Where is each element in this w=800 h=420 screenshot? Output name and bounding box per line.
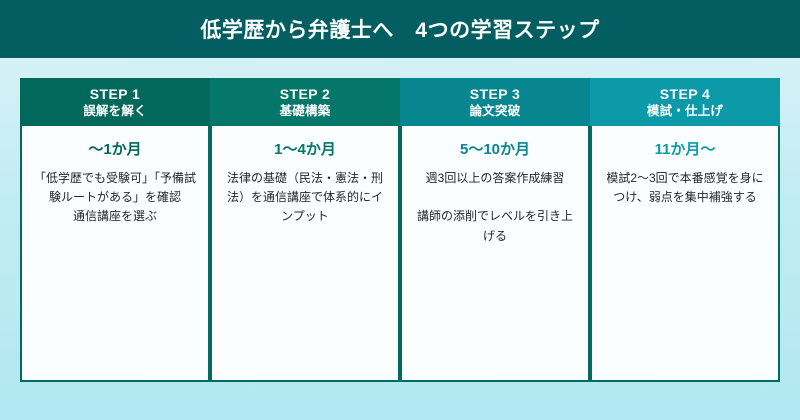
step-duration-2: 1〜4か月: [274, 141, 336, 158]
step-body-4: 11か月〜 模試2〜3回で本番感覚を身につけ、弱点を集中補強する: [592, 126, 778, 380]
step-header-3: STEP 3 論文突破: [400, 78, 590, 126]
step-duration-1: 〜1か月: [88, 141, 142, 158]
step-subtitle-2: 基礎構築: [279, 104, 331, 119]
step-body-2: 1〜4か月 法律の基礎（民法・憲法・刑法）を通信講座で体系的にインプット: [212, 126, 398, 380]
step-card-3[interactable]: STEP 3 論文突破 5〜10か月 週3回以上の答案作成練習 講師の添削でレベ…: [400, 78, 590, 382]
step-label-4: STEP 4: [659, 85, 711, 102]
step-wrapper-4: STEP 4 模試・仕上げ 11か月〜 模試2〜3回で本番感覚を身につけ、弱点を…: [590, 78, 780, 382]
step-header-2: STEP 2 基礎構築: [210, 78, 400, 126]
step-body-3: 5〜10か月 週3回以上の答案作成練習 講師の添削でレベルを引き上げる: [402, 126, 588, 380]
step-label-2: STEP 2: [279, 85, 331, 102]
step-description-1: 「低学歴でも受験可」「予備試験ルートがある」を確認 通信講座を選ぶ: [33, 170, 196, 224]
step-description-2: 法律の基礎（民法・憲法・刑法）を通信講座で体系的にインプット: [226, 170, 383, 224]
step-duration-3: 5〜10か月: [459, 141, 531, 158]
step-card-1[interactable]: STEP 1 誤解を解く 〜1か月 「低学歴でも受験可」「予備試験ルートがある」…: [20, 78, 210, 382]
step-header-1: STEP 1 誤解を解く: [20, 78, 210, 126]
step-subtitle-1: 誤解を解く: [83, 104, 147, 119]
step-subtitle-4: 模試・仕上げ: [646, 104, 724, 119]
step-description-4: 模試2〜3回で本番感覚を身につけ、弱点を集中補強する: [606, 170, 764, 204]
step-card-4[interactable]: STEP 4 模試・仕上げ 11か月〜 模試2〜3回で本番感覚を身につけ、弱点を…: [590, 78, 780, 382]
step-wrapper-2: STEP 2 基礎構築 1〜4か月 法律の基礎（民法・憲法・刑法）を通信講座で体…: [210, 78, 418, 382]
title-bar: 低学歴から弁護士へ 4つの学習ステップ: [0, 0, 800, 58]
step-subtitle-3: 論文突破: [469, 104, 521, 119]
step-label-1: STEP 1: [89, 85, 141, 102]
step-wrapper-3: STEP 3 論文突破 5〜10か月 週3回以上の答案作成練習 講師の添削でレベ…: [400, 78, 608, 382]
step-label-3: STEP 3: [469, 85, 521, 102]
step-description-3: 週3回以上の答案作成練習 講師の添削でレベルを引き上げる: [416, 170, 573, 243]
step-wrapper-1: STEP 1 誤解を解く 〜1か月 「低学歴でも受験可」「予備試験ルートがある」…: [20, 78, 228, 382]
step-duration-4: 11か月〜: [654, 141, 716, 158]
steps-row: STEP 1 誤解を解く 〜1か月 「低学歴でも受験可」「予備試験ルートがある」…: [0, 78, 800, 382]
step-header-4: STEP 4 模試・仕上げ: [590, 78, 780, 126]
page-title: 低学歴から弁護士へ 4つの学習ステップ: [200, 19, 600, 42]
step-card-2[interactable]: STEP 2 基礎構築 1〜4か月 法律の基礎（民法・憲法・刑法）を通信講座で体…: [210, 78, 400, 382]
step-body-1: 〜1か月 「低学歴でも受験可」「予備試験ルートがある」を確認 通信講座を選ぶ: [22, 126, 208, 380]
